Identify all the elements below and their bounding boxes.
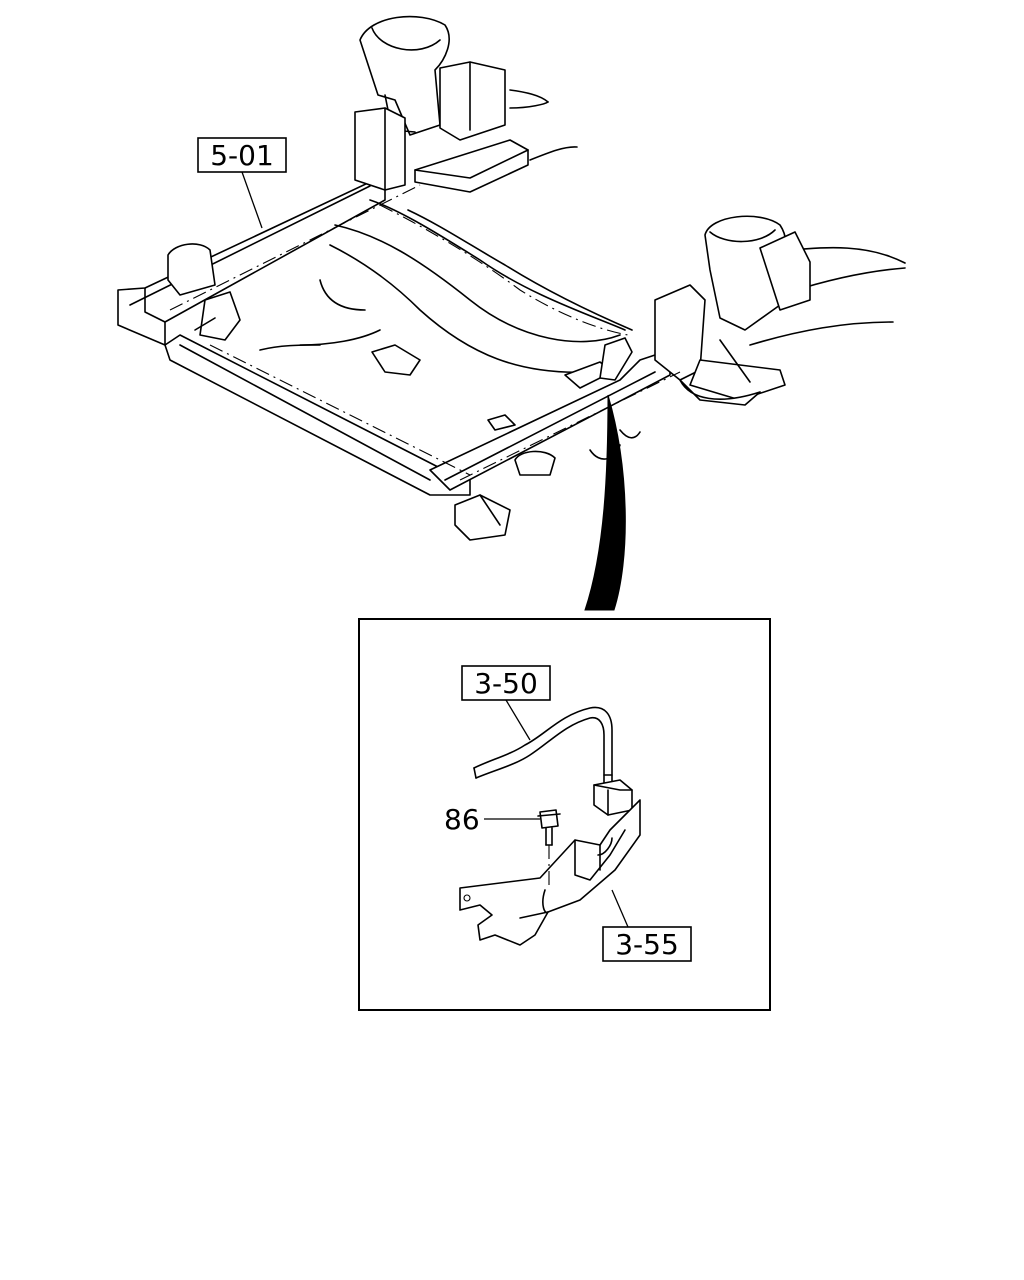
hose-pipe-drawing bbox=[473, 706, 613, 786]
callout-3-55: 3-55 bbox=[602, 889, 692, 962]
frame-crossmember-drawing bbox=[117, 15, 906, 541]
bracket-drawing bbox=[459, 799, 641, 946]
callout-86-label: 86 bbox=[444, 803, 480, 836]
bolt-drawing bbox=[537, 809, 561, 885]
connector-block-drawing bbox=[593, 779, 633, 816]
callout-5-01: 5-01 bbox=[197, 137, 287, 229]
callout-86: 86 bbox=[444, 803, 540, 836]
callout-3-50: 3-50 bbox=[461, 665, 551, 741]
detail-inset-frame bbox=[358, 618, 771, 1011]
callout-3-55-label: 3-55 bbox=[615, 928, 679, 961]
callout-5-01-label: 5-01 bbox=[210, 139, 274, 172]
callout-3-50-label: 3-50 bbox=[474, 667, 538, 700]
detail-pointer-arrow bbox=[584, 394, 626, 611]
